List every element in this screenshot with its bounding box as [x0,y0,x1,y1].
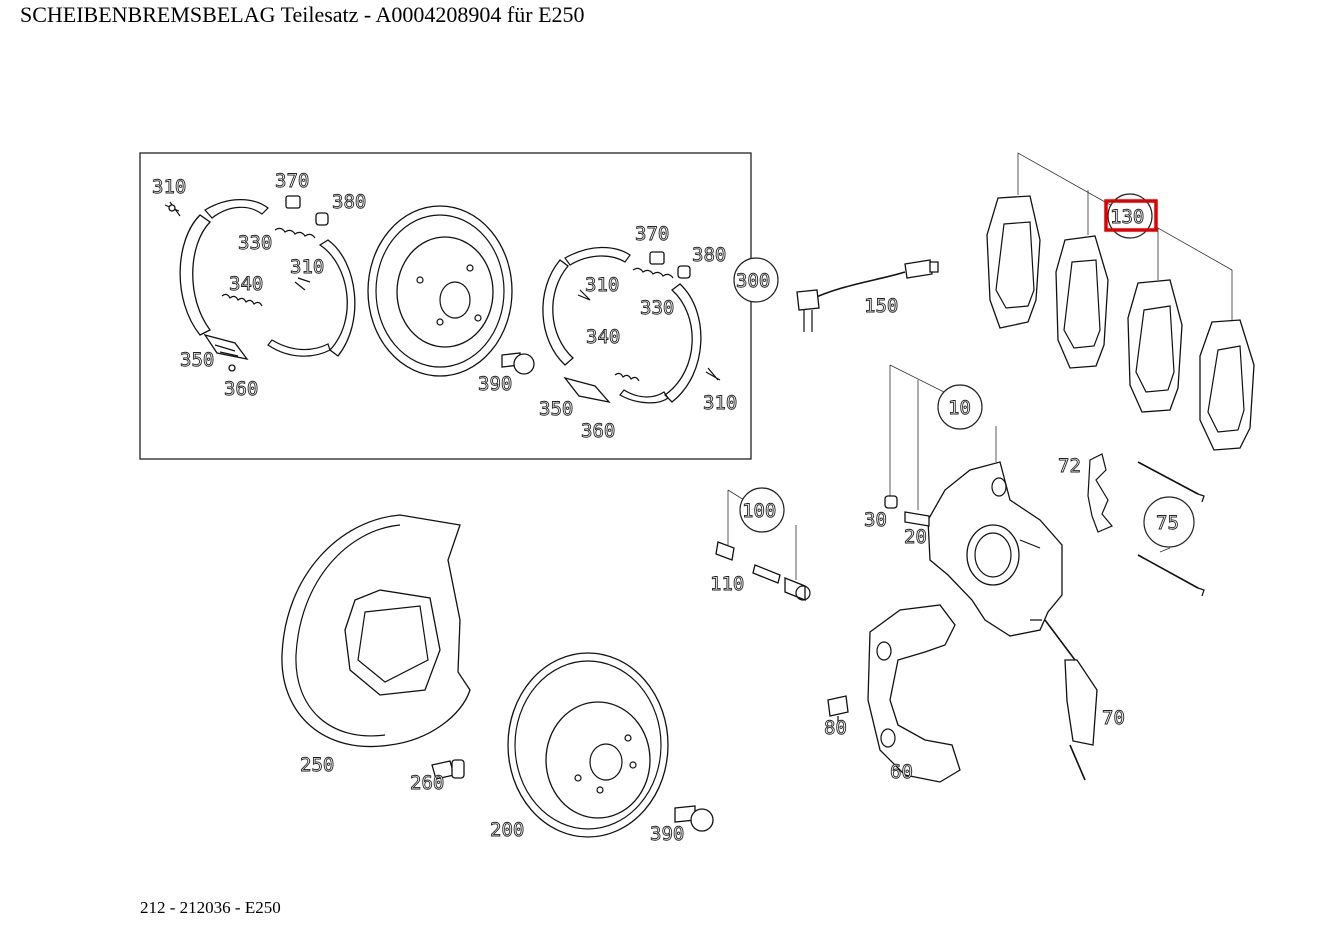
label-30[interactable]: 30 [864,509,888,532]
sensor-bracket[interactable] [1044,619,1098,781]
footer-model-code: 212 - 212036 - E250 [140,898,281,917]
label-20[interactable]: 20 [904,526,928,549]
label-300[interactable]: 300 [736,270,771,293]
caliper-leader-lines [889,364,997,510]
label-70[interactable]: 70 [1102,707,1126,730]
label-60[interactable]: 60 [890,761,914,784]
label-75-circle [1143,496,1195,548]
label-150[interactable]: 150 [864,295,899,318]
right-brake-shoes[interactable] [542,246,702,404]
label-310[interactable]: 310 [585,274,620,297]
label-330[interactable]: 330 [640,297,675,320]
highlight-box-130 [1104,199,1158,232]
parking-brake-group-frame [139,152,752,460]
label-360[interactable]: 360 [224,378,259,401]
label-200[interactable]: 200 [490,819,525,842]
label-380[interactable]: 380 [332,191,367,214]
brake-caliper[interactable] [927,461,1063,637]
label-360[interactable]: 360 [581,420,616,443]
right-small-hardware [501,251,721,404]
left-small-hardware [164,195,329,372]
label-250[interactable]: 250 [300,754,335,777]
page-title: SCHEIBENBREMSBELAG Teilesatz - A00042089… [20,2,585,27]
label-10[interactable]: 10 [948,397,972,420]
label-370[interactable]: 370 [635,223,670,246]
guide-pin-set[interactable] [715,489,811,601]
brake-pads-set[interactable] [986,195,1255,451]
left-brake-shoes[interactable] [179,199,356,357]
label-80[interactable]: 80 [824,717,848,740]
parking-brake-rotor [367,205,513,377]
caliper-carrier[interactable] [827,604,961,783]
label-340[interactable]: 340 [586,326,621,349]
label-72[interactable]: 72 [1058,455,1082,478]
wear-sensor[interactable] [796,259,939,332]
label-310[interactable]: 310 [703,392,738,415]
label-350[interactable]: 350 [180,349,215,372]
label-110[interactable]: 110 [710,573,745,596]
label-10-circle [937,384,983,430]
label-310[interactable]: 310 [152,176,187,199]
label-260[interactable]: 260 [410,772,445,795]
label-300-circle [733,257,779,303]
label-390[interactable]: 390 [650,823,685,846]
label-100[interactable]: 100 [742,500,777,523]
label-310[interactable]: 310 [290,256,325,279]
brake-pad-leader-lines [1017,152,1233,320]
brake-rotor[interactable] [507,652,714,838]
dust-shield[interactable] [281,514,471,780]
label-340[interactable]: 340 [229,273,264,296]
label-370[interactable]: 370 [275,170,310,193]
label-75[interactable]: 75 [1156,512,1180,535]
label-380[interactable]: 380 [692,244,727,267]
label-130[interactable]: 130 [1110,206,1145,229]
label-330[interactable]: 330 [238,232,273,255]
label-390[interactable]: 390 [478,373,513,396]
label-130-circle [1107,193,1153,239]
label-100-circle [739,487,785,533]
label-350[interactable]: 350 [539,398,574,421]
